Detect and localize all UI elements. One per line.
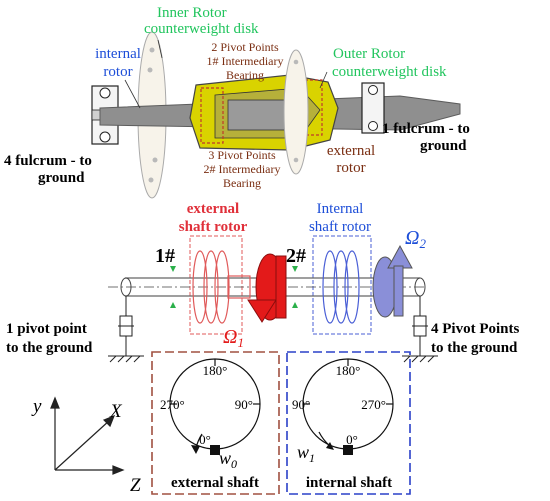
pivot-ground-1-line1: 1 pivot point [6,321,87,337]
omega1-rotation-arrow [247,253,287,323]
ext-dial-omega-symbol: w [219,448,231,468]
external-shaft-rotor-label: external shaft rotor [179,201,248,235]
omega2-subscript: 2 [419,236,426,251]
pivot2-line1: 2 Pivot Points [211,40,279,54]
internal-rotor-line1: internal [95,46,141,62]
omega1-subscript: 1 [237,335,244,350]
fulcrum1-line1: 1 fulcrum - to [382,121,470,137]
omega2-rotation-arrow [372,244,413,318]
axis-y-label: y [31,396,42,417]
omega2-label: Ω2 [405,227,426,251]
external-rotor-label: external rotor [327,143,375,176]
pivot-ground-1-line2: to the ground [6,340,93,356]
pivot2-line2: 1# Intermediary [207,54,284,68]
pivot3-line2: 2# Intermediary [204,162,281,176]
fulcrum1-line2: ground [420,138,467,154]
fulcrum4-line1: 4 fulcrum - to [4,153,92,169]
shaft-schematic [108,235,438,363]
int-dial-180: 180° [336,363,361,378]
omega1-label: Ω1 [223,326,244,350]
pivot-ground-1-label: 1 pivot point to the ground [6,321,93,356]
axis-z-label: Z [130,475,141,496]
coordinate-axes [50,396,125,475]
rotor-assembly-3d [91,31,461,199]
pivot3-label: 3 Pivot Points 2# Intermediary Bearing [204,148,281,190]
int-dial-0: 0° [346,432,358,447]
inner-cw-label-line1: Inner Rotor [157,5,227,21]
omega1-symbol: Ω [223,326,237,348]
external-dial-labels: 180° 270° 90° 0° [160,363,253,447]
bearing-mark-1: 1# [155,245,175,267]
ext-dial-270: 270° [160,397,185,412]
int-dial-90: 90° [292,397,310,412]
fulcrum4-label: 4 fulcrum - to ground [4,153,92,186]
outer-counterweight-disk [283,49,309,175]
fulcrum1-label: 1 fulcrum - to ground [382,121,470,154]
external-rotor-disks [192,250,251,324]
ext-dial-0: 0° [199,432,211,447]
pivot2-line3: Bearing [226,68,264,82]
axis-x-label: X [109,401,123,422]
outer-cw-disk-label: Outer Rotor counterweight disk [332,46,447,80]
internal-shaft-caption: internal shaft [306,475,392,491]
int-dial-omega: w1 [297,442,315,465]
int-dial-omega-sub: 1 [309,451,315,465]
pivot-ground-4-line2: to the ground [431,340,518,356]
omega2-symbol: Ω [405,227,419,249]
internal-shaft-rotor-line2: shaft rotor [309,219,371,235]
right-bearing [361,82,385,134]
pivot2-label: 2 Pivot Points 1# Intermediary Bearing [207,40,284,82]
external-shaft-rotor-line2: shaft rotor [179,219,248,235]
int-dial-270: 270° [361,397,386,412]
internal-dial-labels: 180° 90° 270° 0° [292,363,386,447]
internal-rotor-line2: rotor [103,64,132,80]
external-shaft-dial [151,351,280,495]
external-rotor-line2: rotor [336,160,365,176]
ext-dial-omega: w0 [219,448,237,471]
pivot-markers [170,266,298,308]
outer-cw-label-line1: Outer Rotor [333,46,405,62]
external-shaft-rotor-line1: external [187,201,239,217]
fulcrum4-line2: ground [38,170,85,186]
internal-rotor-label: internal rotor [95,46,141,80]
pivot-ground-4-label: 4 Pivot Points to the ground [431,321,519,356]
internal-shaft-rotor-label: Internal shaft rotor [309,201,371,235]
internal-shaft-dial [286,351,411,495]
left-ground-support [108,296,144,363]
outer-cw-label-line2: counterweight disk [332,64,447,80]
ext-dial-180: 180° [203,363,228,378]
pivot3-line1: 3 Pivot Points [208,148,276,162]
right-ground-support [402,296,438,363]
bearing-mark-2: 2# [286,245,306,267]
inner-cw-disk-label: Inner Rotor counterweight disk [144,5,259,37]
ext-dial-omega-sub: 0 [231,457,237,471]
ext-dial-90: 90° [235,397,253,412]
inner-cw-label-line2: counterweight disk [144,21,259,37]
internal-shaft-rotor-line1: Internal [317,201,364,217]
internal-rotor-disks [322,250,360,324]
external-rotor-line1: external [327,143,375,159]
pivot-ground-4-line1: 4 Pivot Points [431,321,519,337]
pivot3-line3: Bearing [223,176,261,190]
int-dial-omega-symbol: w [297,442,309,462]
external-shaft-caption: external shaft [171,475,259,491]
